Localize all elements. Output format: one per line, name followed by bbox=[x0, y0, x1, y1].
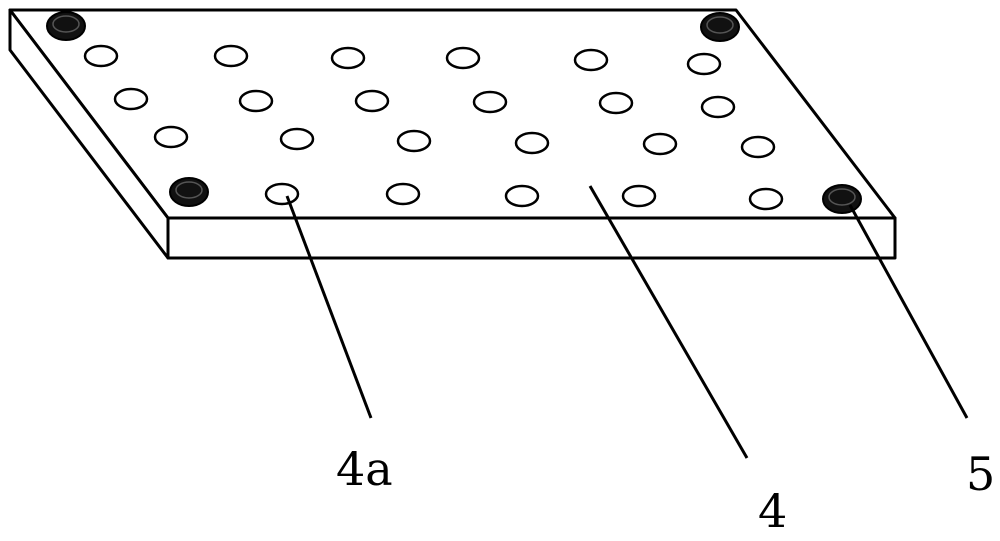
vent-hole bbox=[332, 48, 364, 68]
vent-hole bbox=[398, 131, 430, 151]
vent-hole bbox=[240, 91, 272, 111]
corner-post-icon bbox=[701, 13, 739, 41]
label-plate: 4 bbox=[758, 484, 787, 538]
label-hole: 4a bbox=[336, 442, 393, 496]
corner-post-icon bbox=[47, 12, 85, 40]
vent-hole bbox=[688, 54, 720, 74]
vent-hole bbox=[281, 129, 313, 149]
vent-hole bbox=[600, 93, 632, 113]
vent-hole bbox=[506, 186, 538, 206]
vent-hole bbox=[742, 137, 774, 157]
vent-hole bbox=[115, 89, 147, 109]
plate-front-face bbox=[168, 218, 895, 258]
corner-post-icon bbox=[170, 178, 208, 206]
vent-hole bbox=[474, 92, 506, 112]
vent-hole bbox=[85, 46, 117, 66]
vent-hole bbox=[702, 97, 734, 117]
corner-post-icon bbox=[823, 185, 861, 213]
vent-hole bbox=[516, 133, 548, 153]
vent-hole bbox=[644, 134, 676, 154]
vent-hole bbox=[447, 48, 479, 68]
vent-hole bbox=[266, 184, 298, 204]
plate bbox=[10, 10, 895, 258]
vent-hole bbox=[356, 91, 388, 111]
label-corner-post: 5 bbox=[966, 447, 995, 501]
vent-hole bbox=[215, 46, 247, 66]
leader-line-corner-post bbox=[850, 205, 967, 418]
vent-hole bbox=[575, 50, 607, 70]
vent-hole bbox=[623, 186, 655, 206]
vent-hole bbox=[155, 127, 187, 147]
vent-hole bbox=[750, 189, 782, 209]
vent-hole bbox=[387, 184, 419, 204]
